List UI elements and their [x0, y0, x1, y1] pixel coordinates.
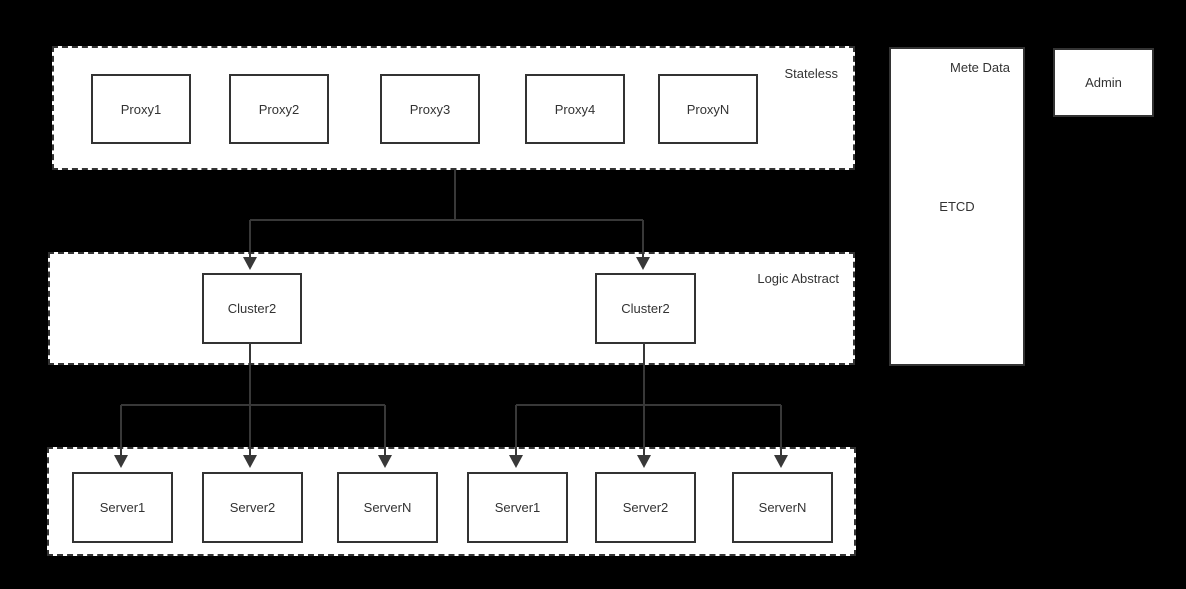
node-proxyn: ProxyN: [658, 74, 758, 144]
logic-abstract-container: Logic Abstract Cluster2 Cluster2: [48, 252, 855, 365]
node-servern-left-label: ServerN: [363, 500, 412, 515]
node-cluster2-left-label: Cluster2: [227, 301, 277, 316]
node-cluster2-right-label: Cluster2: [621, 301, 670, 316]
node-server1-left-label: Server1: [99, 500, 146, 515]
node-server1-right: Server1: [467, 472, 568, 543]
stateless-label: Stateless: [784, 66, 838, 81]
node-servern-right: ServerN: [732, 472, 833, 543]
node-cluster2-left: Cluster2: [202, 273, 302, 344]
node-server1-right-label: Server1: [494, 500, 541, 515]
node-proxy4-label: Proxy4: [554, 101, 596, 117]
node-admin-label: Admin: [1085, 75, 1122, 90]
node-proxy2-label: Proxy2: [258, 101, 300, 117]
node-servern-right-label: ServerN: [758, 500, 807, 515]
node-proxy1: Proxy1: [91, 74, 191, 144]
node-etcd-label: ETCD: [939, 199, 975, 214]
node-server2-left: Server2: [202, 472, 303, 543]
node-proxy3: Proxy3: [380, 74, 480, 144]
node-proxy3-label: Proxy3: [409, 101, 451, 117]
node-server1-left: Server1: [72, 472, 173, 543]
node-admin: Admin: [1053, 48, 1154, 117]
node-server2-right-label: Server2: [622, 500, 669, 515]
node-proxy4: Proxy4: [525, 74, 625, 144]
servers-container: Server1 Server2 ServerN Server1 Server2 …: [47, 447, 856, 556]
node-server2-right: Server2: [595, 472, 696, 543]
node-servern-left: ServerN: [337, 472, 438, 543]
node-cluster2-right: Cluster2: [595, 273, 696, 344]
logic-abstract-label: Logic Abstract: [757, 271, 839, 286]
mete-data-label: Mete Data: [950, 60, 1010, 75]
stateless-container: Stateless Proxy1 Proxy2 Proxy3 Proxy4 Pr…: [52, 46, 855, 170]
mete-data-container: Mete Data ETCD: [889, 47, 1025, 366]
node-proxyn-label: ProxyN: [686, 101, 730, 117]
node-proxy2: Proxy2: [229, 74, 329, 144]
node-proxy1-label: Proxy1: [120, 101, 162, 117]
node-server2-left-label: Server2: [229, 500, 276, 515]
